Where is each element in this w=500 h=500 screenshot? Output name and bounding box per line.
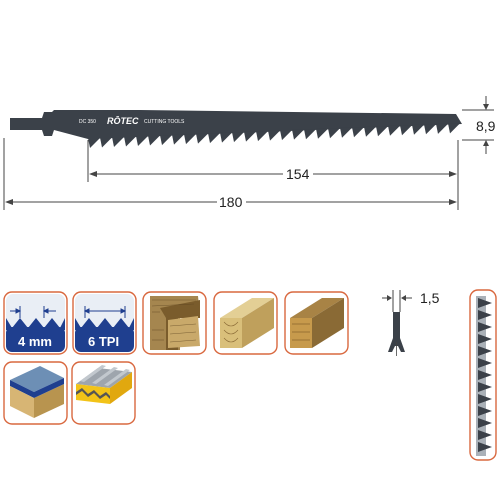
saw-tooth	[160, 135, 172, 146]
blade-teeth	[88, 123, 460, 148]
saw-tooth	[124, 136, 136, 147]
blade-brand: RŌTEC	[107, 116, 139, 126]
cutting-length-dimension	[87, 140, 459, 182]
tooth-set-profile-icon	[469, 289, 497, 461]
tile-corrugated-sheet-icon	[71, 361, 136, 425]
tpi-label: 6 TPI	[88, 334, 119, 349]
tile-tpi: 6 TPI	[72, 291, 137, 355]
side-tooth	[478, 382, 492, 392]
saw-tooth	[340, 127, 352, 138]
thickness-value: 1,5	[420, 290, 440, 306]
saw-tooth	[88, 138, 100, 148]
saw-tooth	[112, 137, 124, 148]
side-tooth	[478, 334, 492, 344]
saw-tooth	[292, 129, 304, 140]
saw-tooth	[376, 126, 388, 137]
saw-tooth	[388, 125, 400, 136]
saw-tooth	[448, 123, 460, 134]
saw-tooth	[400, 125, 412, 136]
blade-model-code: DC 350	[79, 119, 96, 125]
saw-tooth	[316, 128, 328, 139]
saw-tooth	[352, 127, 364, 138]
blade-body	[10, 110, 462, 139]
saw-tooth	[172, 134, 184, 145]
side-tooth	[478, 346, 492, 356]
side-tooth	[478, 442, 492, 452]
total-length-dimension	[3, 138, 459, 210]
saw-tooth	[232, 132, 244, 143]
tile-tooth-pitch: 4 mm	[3, 291, 68, 355]
jigsaw-blade: DC 350 RŌTEC CUTTING TOOLS	[10, 110, 462, 148]
blade-cross-section-icon	[388, 312, 405, 356]
tile-hardwood-icon	[284, 291, 349, 355]
side-tooth	[478, 358, 492, 368]
tile-softwood-icon	[213, 291, 278, 355]
saw-tooth	[244, 131, 256, 142]
saw-tooth	[208, 133, 220, 144]
height-value: 8,9	[476, 118, 496, 134]
side-tooth	[478, 322, 492, 332]
saw-tooth	[328, 128, 340, 139]
side-tooth	[478, 418, 492, 428]
side-tooth	[478, 394, 492, 404]
saw-tooth	[304, 129, 316, 140]
side-tooth	[478, 406, 492, 416]
saw-tooth	[268, 130, 280, 141]
side-tooth	[478, 310, 492, 320]
saw-tooth	[436, 123, 448, 134]
height-dimension	[462, 96, 494, 154]
saw-tooth	[148, 135, 160, 146]
tile-wood-joint-icon	[142, 291, 207, 355]
side-tooth	[478, 370, 492, 380]
saw-tooth	[280, 130, 292, 141]
saw-tooth	[136, 136, 148, 147]
side-tooth	[478, 430, 492, 440]
tooth-pitch-label: 4 mm	[18, 334, 52, 349]
cutting-length-value: 154	[286, 166, 310, 182]
total-length-value: 180	[219, 194, 243, 210]
saw-tooth	[412, 124, 424, 135]
saw-tooth	[100, 137, 112, 148]
saw-tooth	[424, 124, 436, 135]
saw-tooth	[196, 133, 208, 144]
saw-tooth	[364, 126, 376, 137]
saw-tooth	[256, 131, 268, 142]
side-tooth	[478, 298, 492, 308]
saw-tooth	[220, 132, 232, 143]
blade-brand-tagline: CUTTING TOOLS	[144, 119, 185, 125]
saw-tooth	[184, 134, 196, 145]
tile-laminate-icon	[3, 361, 68, 425]
thickness-dimension	[382, 290, 412, 312]
